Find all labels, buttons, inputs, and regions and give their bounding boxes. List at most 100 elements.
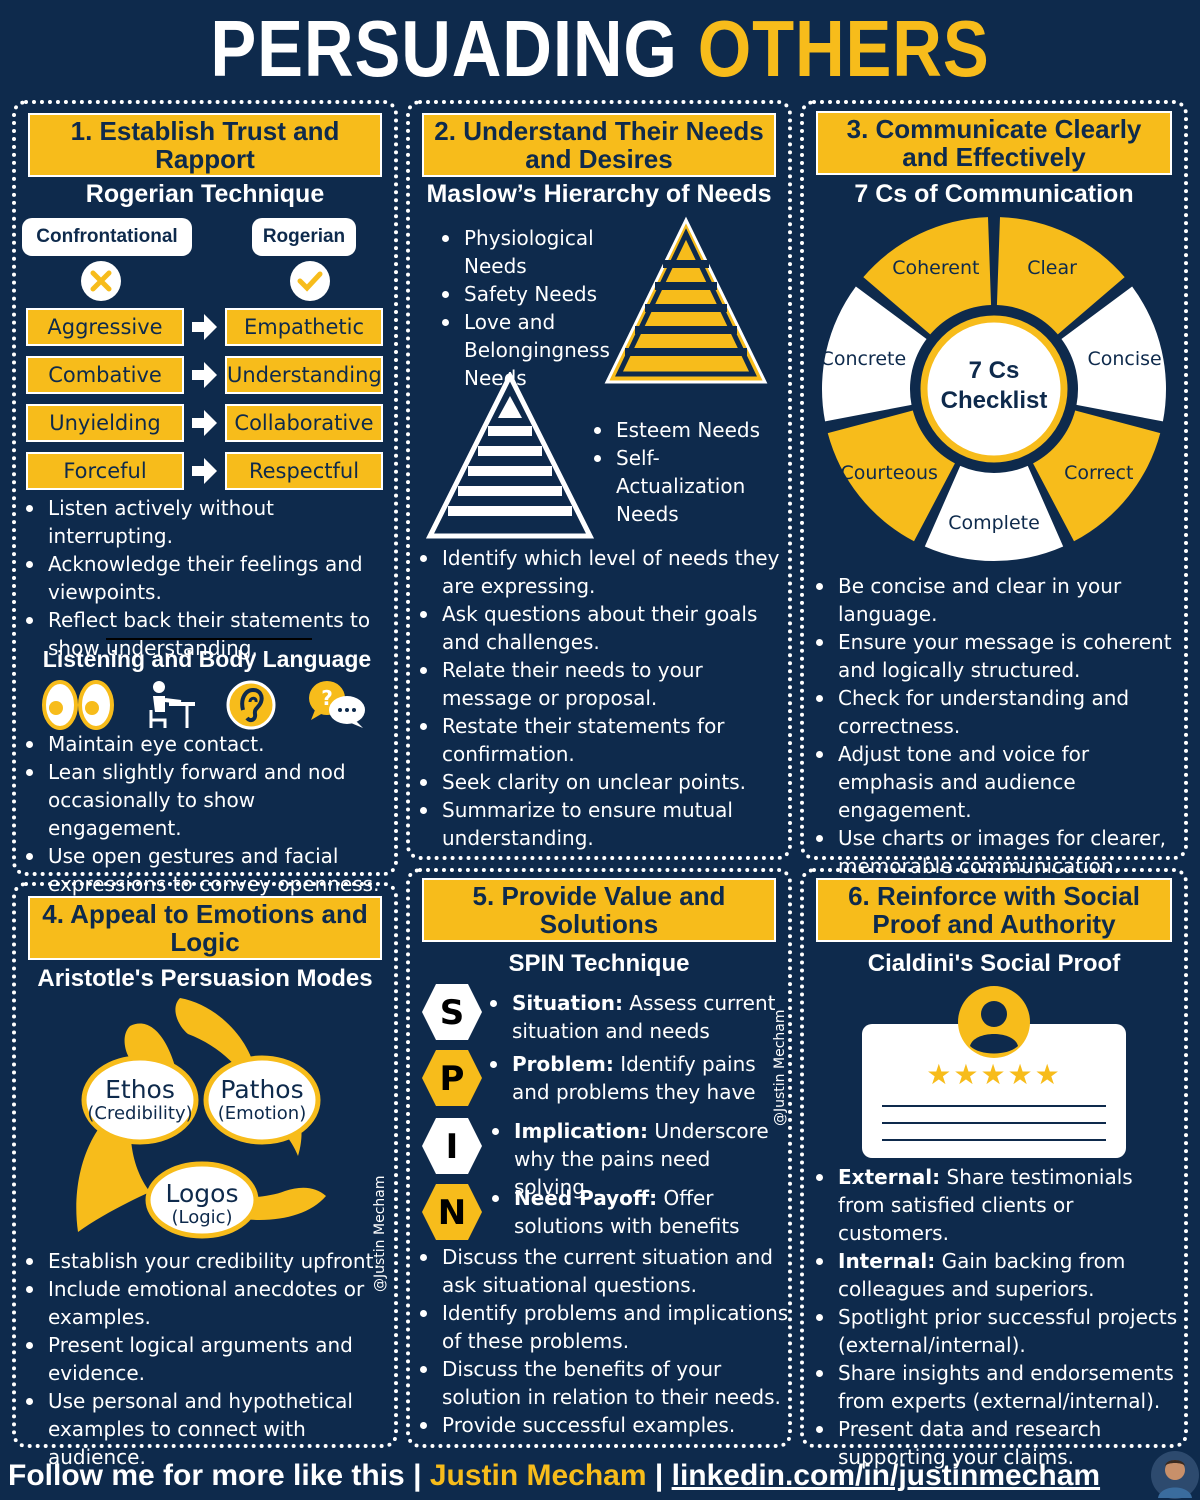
spin-desc: Identify pains and problems they have [512,1052,756,1104]
bullet-desc: Share insights and endorsements from exp… [838,1361,1174,1413]
panel-emotions-logic [12,882,398,1448]
spin-item-p: Problem: Identify pains and problems the… [486,1050,776,1106]
list-item: Situation: Assess current situation and … [486,989,776,1045]
list-item: Discuss the benefits of your solution in… [416,1355,792,1411]
hexagon-s-icon: S [422,984,482,1040]
wheel-segment-label: Concise [1087,348,1162,371]
bullet-desc: Spotlight prior successful projects (ext… [838,1305,1178,1357]
wheel-segment [827,410,955,542]
footer-lead: Follow me for more like this | [8,1459,430,1492]
bullet-term: External: [838,1165,941,1189]
panel-1-heading: 1. Establish Trust and Rapport [28,113,382,177]
panel-6-heading: 6. Reinforce with Social Proof and Autho… [816,878,1172,942]
panel-4-heading: 4. Appeal to Emotions and Logic [28,896,382,960]
panel-2-heading: 2. Understand Their Needs and Desires [422,113,776,177]
watermark: @Justin Mecham [772,1009,788,1126]
list-item: Identify problems and implications of th… [416,1299,792,1355]
star-rating: ★★★★★ [922,1058,1066,1091]
list-item: Establish your credibility upfront. [22,1247,394,1275]
list-item: Ensure your message is coherent and logi… [812,628,1184,684]
list-item: Summarize to ensure mutual understanding… [416,796,792,852]
panel-social-proof [800,868,1188,1448]
list-item: Spotlight prior successful projects (ext… [812,1303,1184,1359]
title-accent: OTHERS [697,4,990,93]
mode-gloss: (Emotion) [217,1103,307,1124]
wheel-segment-label: Clear [1027,257,1077,280]
needs-list-a: Physiological Needs Safety Needs Love an… [438,224,610,392]
eyes-icon [42,680,114,730]
rogerian-label: Rogerian [252,218,356,256]
wheel-hub [920,315,1068,463]
star-icon: ★ [953,1058,981,1091]
star-icon: ★ [980,1058,1008,1091]
panel-3-heading: 3. Communicate Clearly and Effectively [816,111,1172,175]
x-mark-icon [81,261,121,301]
trust-bullets: Listen actively without interrupting. Ac… [22,494,388,662]
divider [106,638,312,640]
list-item: Self-Actualization Needs [590,444,786,528]
seven-cs-center-label: 7 Cs Checklist [940,357,1048,414]
list-item: Be concise and clear in your language. [812,572,1184,628]
wheel-segment-label: Coherent [892,257,980,280]
pair-from-pill: Unyielding [26,404,184,442]
title-main: PERSUADING [210,4,698,93]
list-item: Need Payoff: Offer solutions with benefi… [488,1184,760,1240]
pathos-label: Pathos(Emotion) [206,1076,318,1124]
aristotle-subtitle: Aristotle's Persuasion Modes [37,965,373,992]
list-item: Use charts or images for clearer, memora… [812,824,1184,880]
text-line [882,1105,1106,1107]
list-item: Problem: Identify pains and problems the… [486,1050,776,1106]
seven-cs-subtitle: 7 Cs of Communication [854,180,1134,208]
ethos-label: Ethos(Credibility) [84,1076,196,1124]
list-item: Discuss the current situation and ask si… [416,1243,792,1299]
mode-name: Pathos [220,1075,304,1104]
list-item: Present logical arguments and evidence. [22,1331,394,1387]
user-avatar-icon [958,986,1030,1058]
wheel-segment [924,465,1064,561]
linkedin-link[interactable]: linkedin.com/in/justinmecham [671,1459,1101,1492]
list-item: Maintain eye contact. [22,730,388,758]
svg-text:?: ? [321,686,333,710]
arrow-right-icon [192,362,217,388]
spin-item-n: Need Payoff: Offer solutions with benefi… [488,1184,760,1240]
spin-letter: P [440,1059,465,1099]
panel-value-solutions [406,868,792,1448]
list-item: Implication: Underscore why the pains ne… [488,1117,780,1201]
social-proof-bullets: External: Share testimonials from satisf… [812,1163,1184,1471]
list-item: Acknowledge their feelings and viewpoint… [22,550,388,606]
pyramid-white-icon [426,372,594,539]
hexagon-p-icon: P [422,1050,482,1106]
pair-to-pill: Collaborative [225,404,383,442]
persuasion-modes-swirl [76,998,326,1239]
spin-letter: I [446,1127,459,1167]
panel-communicate [800,100,1188,860]
spin-letter: N [438,1193,466,1233]
spin-desc: Underscore why the pains need solving [514,1119,769,1199]
spin-subtitle: SPIN Technique [508,950,690,977]
star-icon: ★ [926,1058,954,1091]
spin-desc: Offer solutions with benefits [514,1186,740,1238]
speech-bubbles-icon: ? [309,681,365,728]
star-icon: ★ [1034,1058,1062,1091]
list-item: Listen actively without interrupting. [22,494,388,550]
bullet-term: Internal: [838,1249,936,1273]
list-item: Check for understanding and correctness. [812,684,1184,740]
list-item: Lean slightly forward and nod occasional… [22,758,388,842]
list-item: Identify which level of needs they are e… [416,544,792,600]
arrow-right-icon [192,458,217,484]
text-line [882,1122,1106,1124]
pair-to-pill: Respectful [225,452,383,490]
pair-to-pill: Empathetic [225,308,383,346]
list-item: Use personal and hypothetical examples t… [22,1387,394,1471]
wheel-segment [822,286,927,422]
spin-item-s: Situation: Assess current situation and … [486,989,776,1045]
panel-5-heading: 5. Provide Value and Solutions [422,878,776,942]
needs-list-b: Esteem Needs Self-Actualization Needs [590,416,786,528]
author-name: Justin Mecham [429,1459,647,1492]
body-language-bullets: Maintain eye contact. Lean slightly forw… [22,730,388,898]
wheel-segment-label: Correct [1064,461,1134,484]
spin-bullets: Discuss the current situation and ask si… [416,1243,792,1439]
panel-needs-desires [406,100,792,860]
confrontational-label: Confrontational [22,218,192,256]
author-avatar [1151,1451,1199,1499]
